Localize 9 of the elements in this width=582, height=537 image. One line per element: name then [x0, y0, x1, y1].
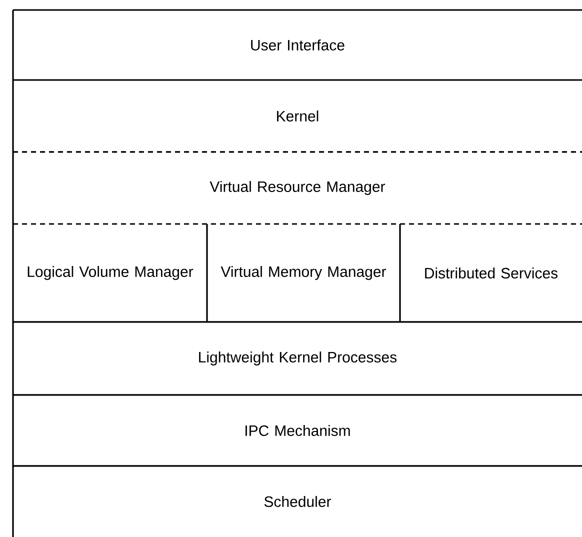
layer-label: Distributed Services: [425, 267, 558, 278]
layer-label: Logical Volume Manager: [28, 266, 194, 280]
layer-label: Scheduler: [264, 496, 331, 507]
layer-label: User Interface: [251, 40, 344, 50]
layer-label: Kernel: [277, 110, 318, 122]
layer-label: IPC Mechanism: [246, 424, 350, 436]
layer-label: Virtual Resource Manager: [210, 181, 386, 195]
layer-label: Virtual Memory Manager: [220, 266, 386, 280]
layer-label: Lightweight Kernel Processes: [199, 352, 397, 366]
